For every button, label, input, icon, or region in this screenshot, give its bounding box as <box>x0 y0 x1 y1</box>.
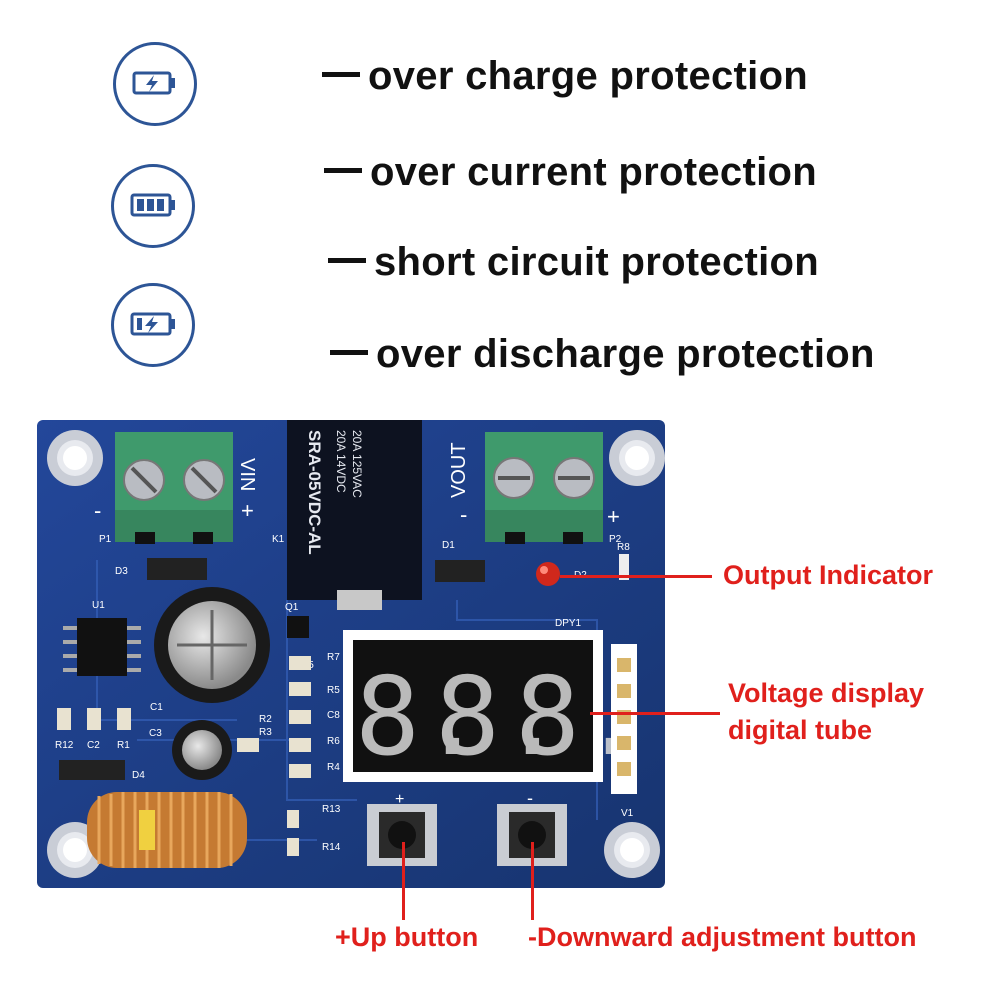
inductor-coil <box>87 792 247 868</box>
silk-v1: V1 <box>621 808 634 819</box>
silk-d4: D4 <box>132 770 145 781</box>
input-terminal-block <box>115 432 233 544</box>
silk-d3: D3 <box>115 566 128 577</box>
feature-over-discharge: over discharge protection <box>330 332 875 377</box>
silk-k1: K1 <box>272 534 285 545</box>
dash-icon <box>322 71 360 77</box>
diode-d3 <box>147 558 207 580</box>
silk-r4: R4 <box>327 762 340 773</box>
output-terminal-block <box>485 432 603 544</box>
silk-p2: P2 <box>609 534 622 545</box>
battery-charge-icon <box>132 71 175 95</box>
relay-model-text: SRA-05VDC-AL <box>305 430 324 555</box>
electrolytic-capacitor-c3 <box>172 720 232 780</box>
voltage-display-digital-tube <box>343 630 603 782</box>
pin-header <box>611 644 637 794</box>
silk-q1: Q1 <box>285 602 299 613</box>
dash-icon <box>324 167 362 173</box>
silk-plus-btn: + <box>395 791 404 808</box>
silk-r3: R3 <box>259 727 272 738</box>
dash-icon <box>328 257 366 263</box>
mounting-hole <box>47 430 103 486</box>
silk-r14: R14 <box>322 842 341 853</box>
relay-rating-text-2: 20A 125VAC <box>350 430 364 498</box>
silk-r12: R12 <box>55 740 74 751</box>
down-button-pointer <box>531 842 534 920</box>
smd-components <box>57 656 311 856</box>
display-digit-1: 8. <box>355 655 485 780</box>
diode-d4 <box>59 760 125 780</box>
electrolytic-capacitor-c1 <box>154 587 270 703</box>
silk-d1: D1 <box>442 540 455 551</box>
ic-u1 <box>63 618 141 676</box>
silk-dpy1: DPY1 <box>555 618 582 629</box>
feature-over-current: over current protection <box>324 150 817 195</box>
output-indicator-led <box>536 562 560 586</box>
short-circuit-icon-circle <box>111 283 195 367</box>
silk-minus-in: - <box>94 498 101 523</box>
silk-r2: R2 <box>259 714 272 725</box>
up-button-pointer <box>402 842 405 920</box>
mounting-hole <box>604 822 660 878</box>
output-indicator-label: Output Indicator <box>723 560 933 590</box>
transistor-q1 <box>287 616 309 638</box>
voltage-display-pointer <box>590 712 720 715</box>
battery-bolt-icon <box>130 312 175 336</box>
silk-r8: R8 <box>617 542 630 553</box>
silk-u1: U1 <box>92 600 105 611</box>
over-charge-icon-circle <box>113 42 197 126</box>
down-button-label: -Downward adjustment button <box>528 922 917 952</box>
silk-plus-in: + <box>241 498 254 523</box>
voltage-display-label-2: digital tube <box>728 715 872 745</box>
silk-p1: P1 <box>99 534 112 545</box>
silk-c3: C3 <box>149 728 162 739</box>
silk-minus-btn: - <box>527 788 533 808</box>
voltage-display-label-1: Voltage display <box>728 678 925 708</box>
over-current-icon-circle <box>111 164 195 248</box>
silk-r6: R6 <box>327 736 340 747</box>
relay <box>287 420 422 610</box>
pcb-board: SRA-05VDC-AL 20A 14VDC 20A 125VAC VIN VO… <box>37 420 665 888</box>
silk-r13: R13 <box>322 804 341 815</box>
resistor-r8 <box>619 554 629 580</box>
feature-over-charge: over charge protection <box>322 54 808 99</box>
output-indicator-pointer <box>560 575 712 578</box>
vout-label: VOUT <box>448 442 470 498</box>
silk-c1: C1 <box>150 702 163 713</box>
silk-r5: R5 <box>327 685 340 696</box>
silk-minus-out: - <box>460 502 467 527</box>
battery-level-icon <box>130 193 175 217</box>
dash-icon <box>330 349 368 355</box>
diode-d1 <box>435 560 485 582</box>
silk-r1: R1 <box>117 740 130 751</box>
silk-c2: C2 <box>87 740 100 751</box>
display-digit-2: 8. <box>435 655 565 780</box>
mounting-hole <box>609 430 665 486</box>
silk-c8: C8 <box>327 710 340 721</box>
relay-rating-text-1: 20A 14VDC <box>334 430 348 493</box>
silk-r7: R7 <box>327 652 340 663</box>
vin-label: VIN <box>236 458 258 491</box>
up-button-label: +Up button <box>335 922 479 952</box>
feature-short-circuit: short circuit protection <box>328 240 819 285</box>
silk-plus-out: + <box>607 504 620 529</box>
